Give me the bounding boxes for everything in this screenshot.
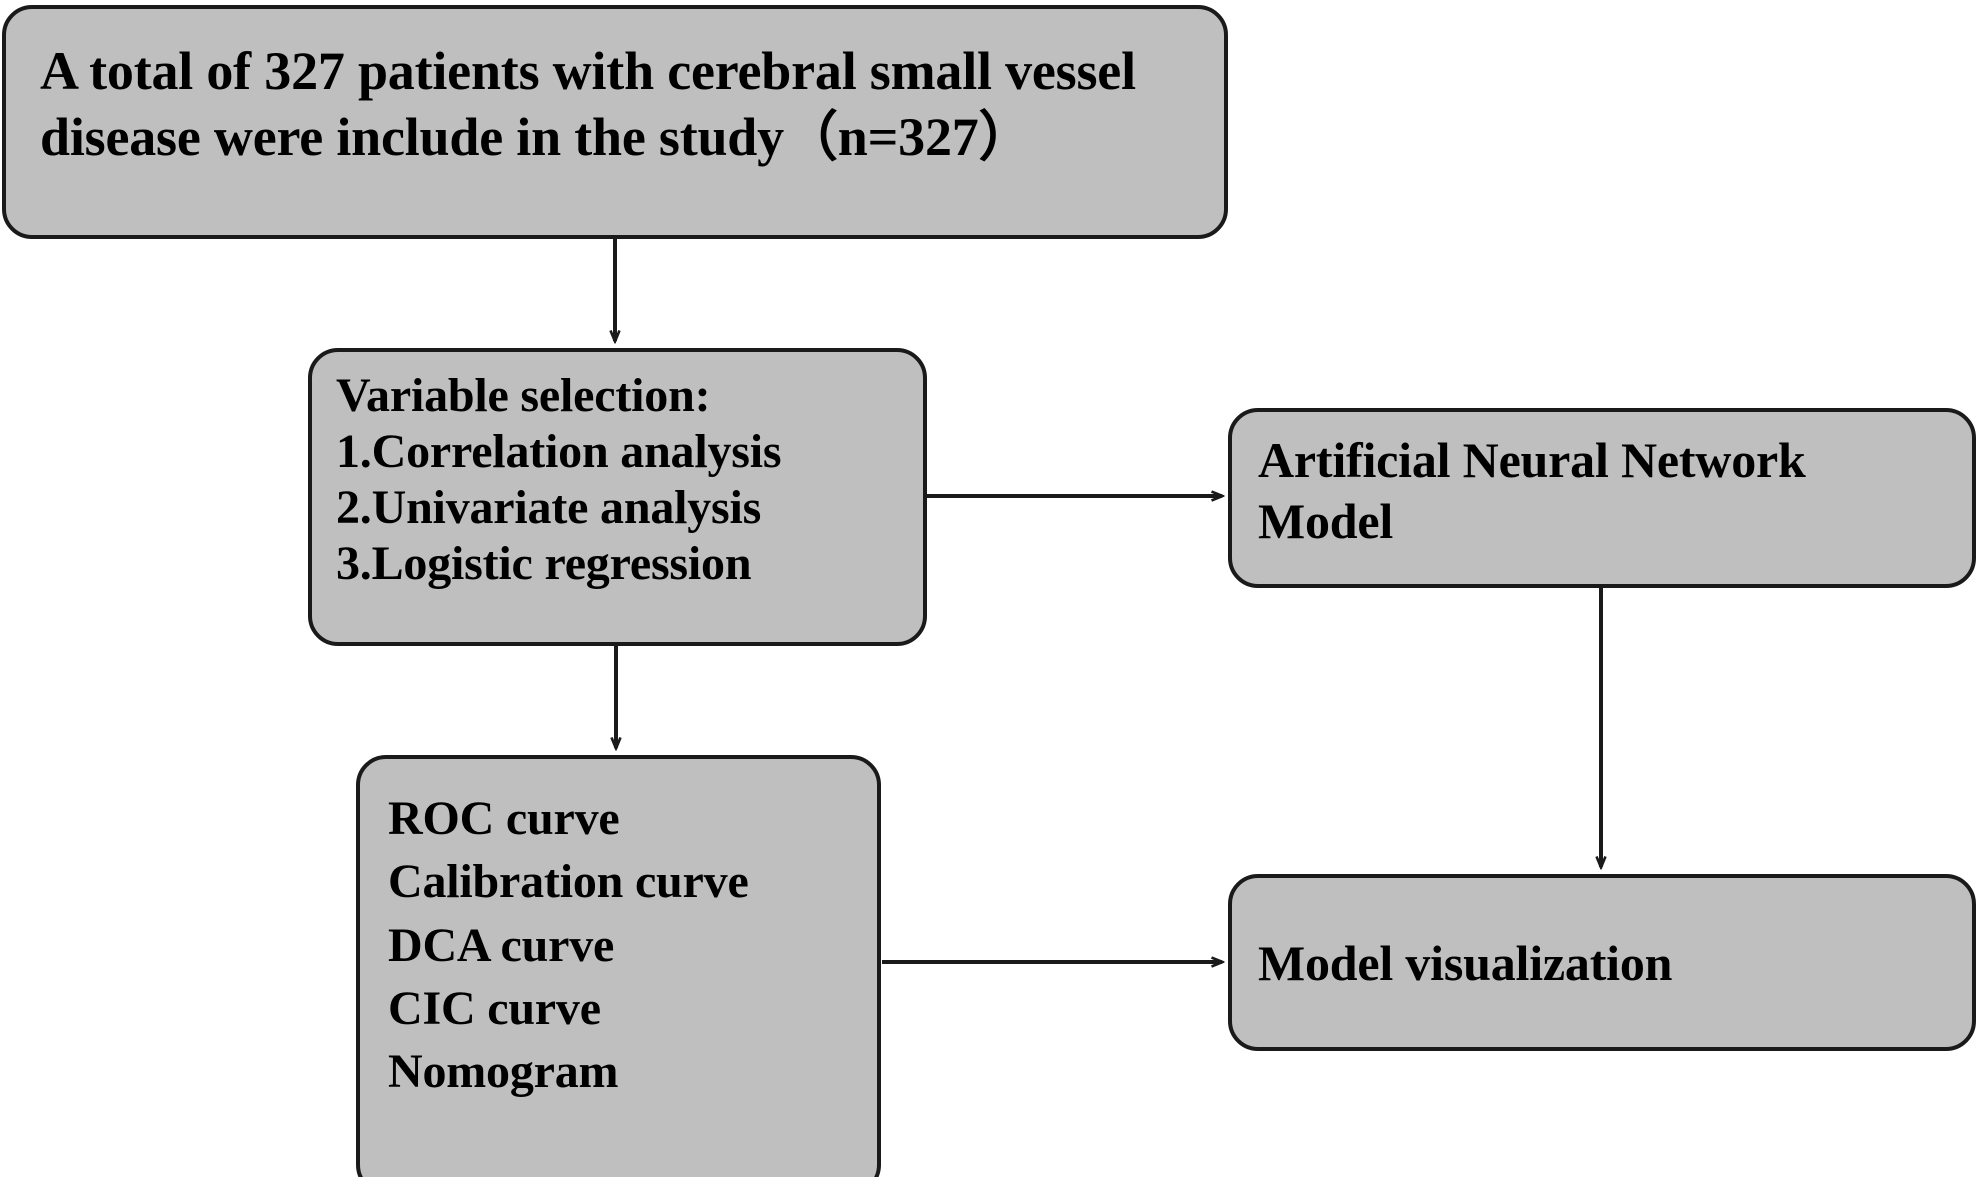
node-cohort[interactable]: A total of 327 patients with cerebral sm… [2,5,1228,239]
evaluation-item-4: CIC curve [388,982,601,1036]
node-model-visualization[interactable]: Model visualization [1228,874,1976,1051]
node-variable-selection[interactable]: Variable selection: 1.Correlation analys… [308,348,927,646]
node-cohort-line-2: disease were include in the study（n=327） [40,106,1033,167]
node-cohort-line-1: A total of 327 patients with cerebral sm… [40,41,1136,101]
node-evaluation[interactable]: ROC curve Calibration curve DCA curve CI… [356,755,881,1177]
evaluation-item-2: Calibration curve [388,855,749,909]
node-model-visualization-label: Model visualization [1258,934,1673,991]
node-ann-model-line-1: Artificial Neural Network [1258,432,1806,488]
variable-selection-item-3: 3.Logistic regression [336,537,752,591]
variable-selection-item-1: 1.Correlation analysis [336,425,782,479]
evaluation-item-3: DCA curve [388,918,615,972]
variable-selection-heading: Variable selection: [336,369,711,422]
evaluation-item-1: ROC curve [388,792,620,845]
node-ann-model-line-2: Model [1258,493,1394,549]
node-ann-model[interactable]: Artificial Neural Network Model [1228,408,1976,588]
variable-selection-item-2: 2.Univariate analysis [336,481,762,535]
evaluation-item-5: Nomogram [388,1045,619,1099]
